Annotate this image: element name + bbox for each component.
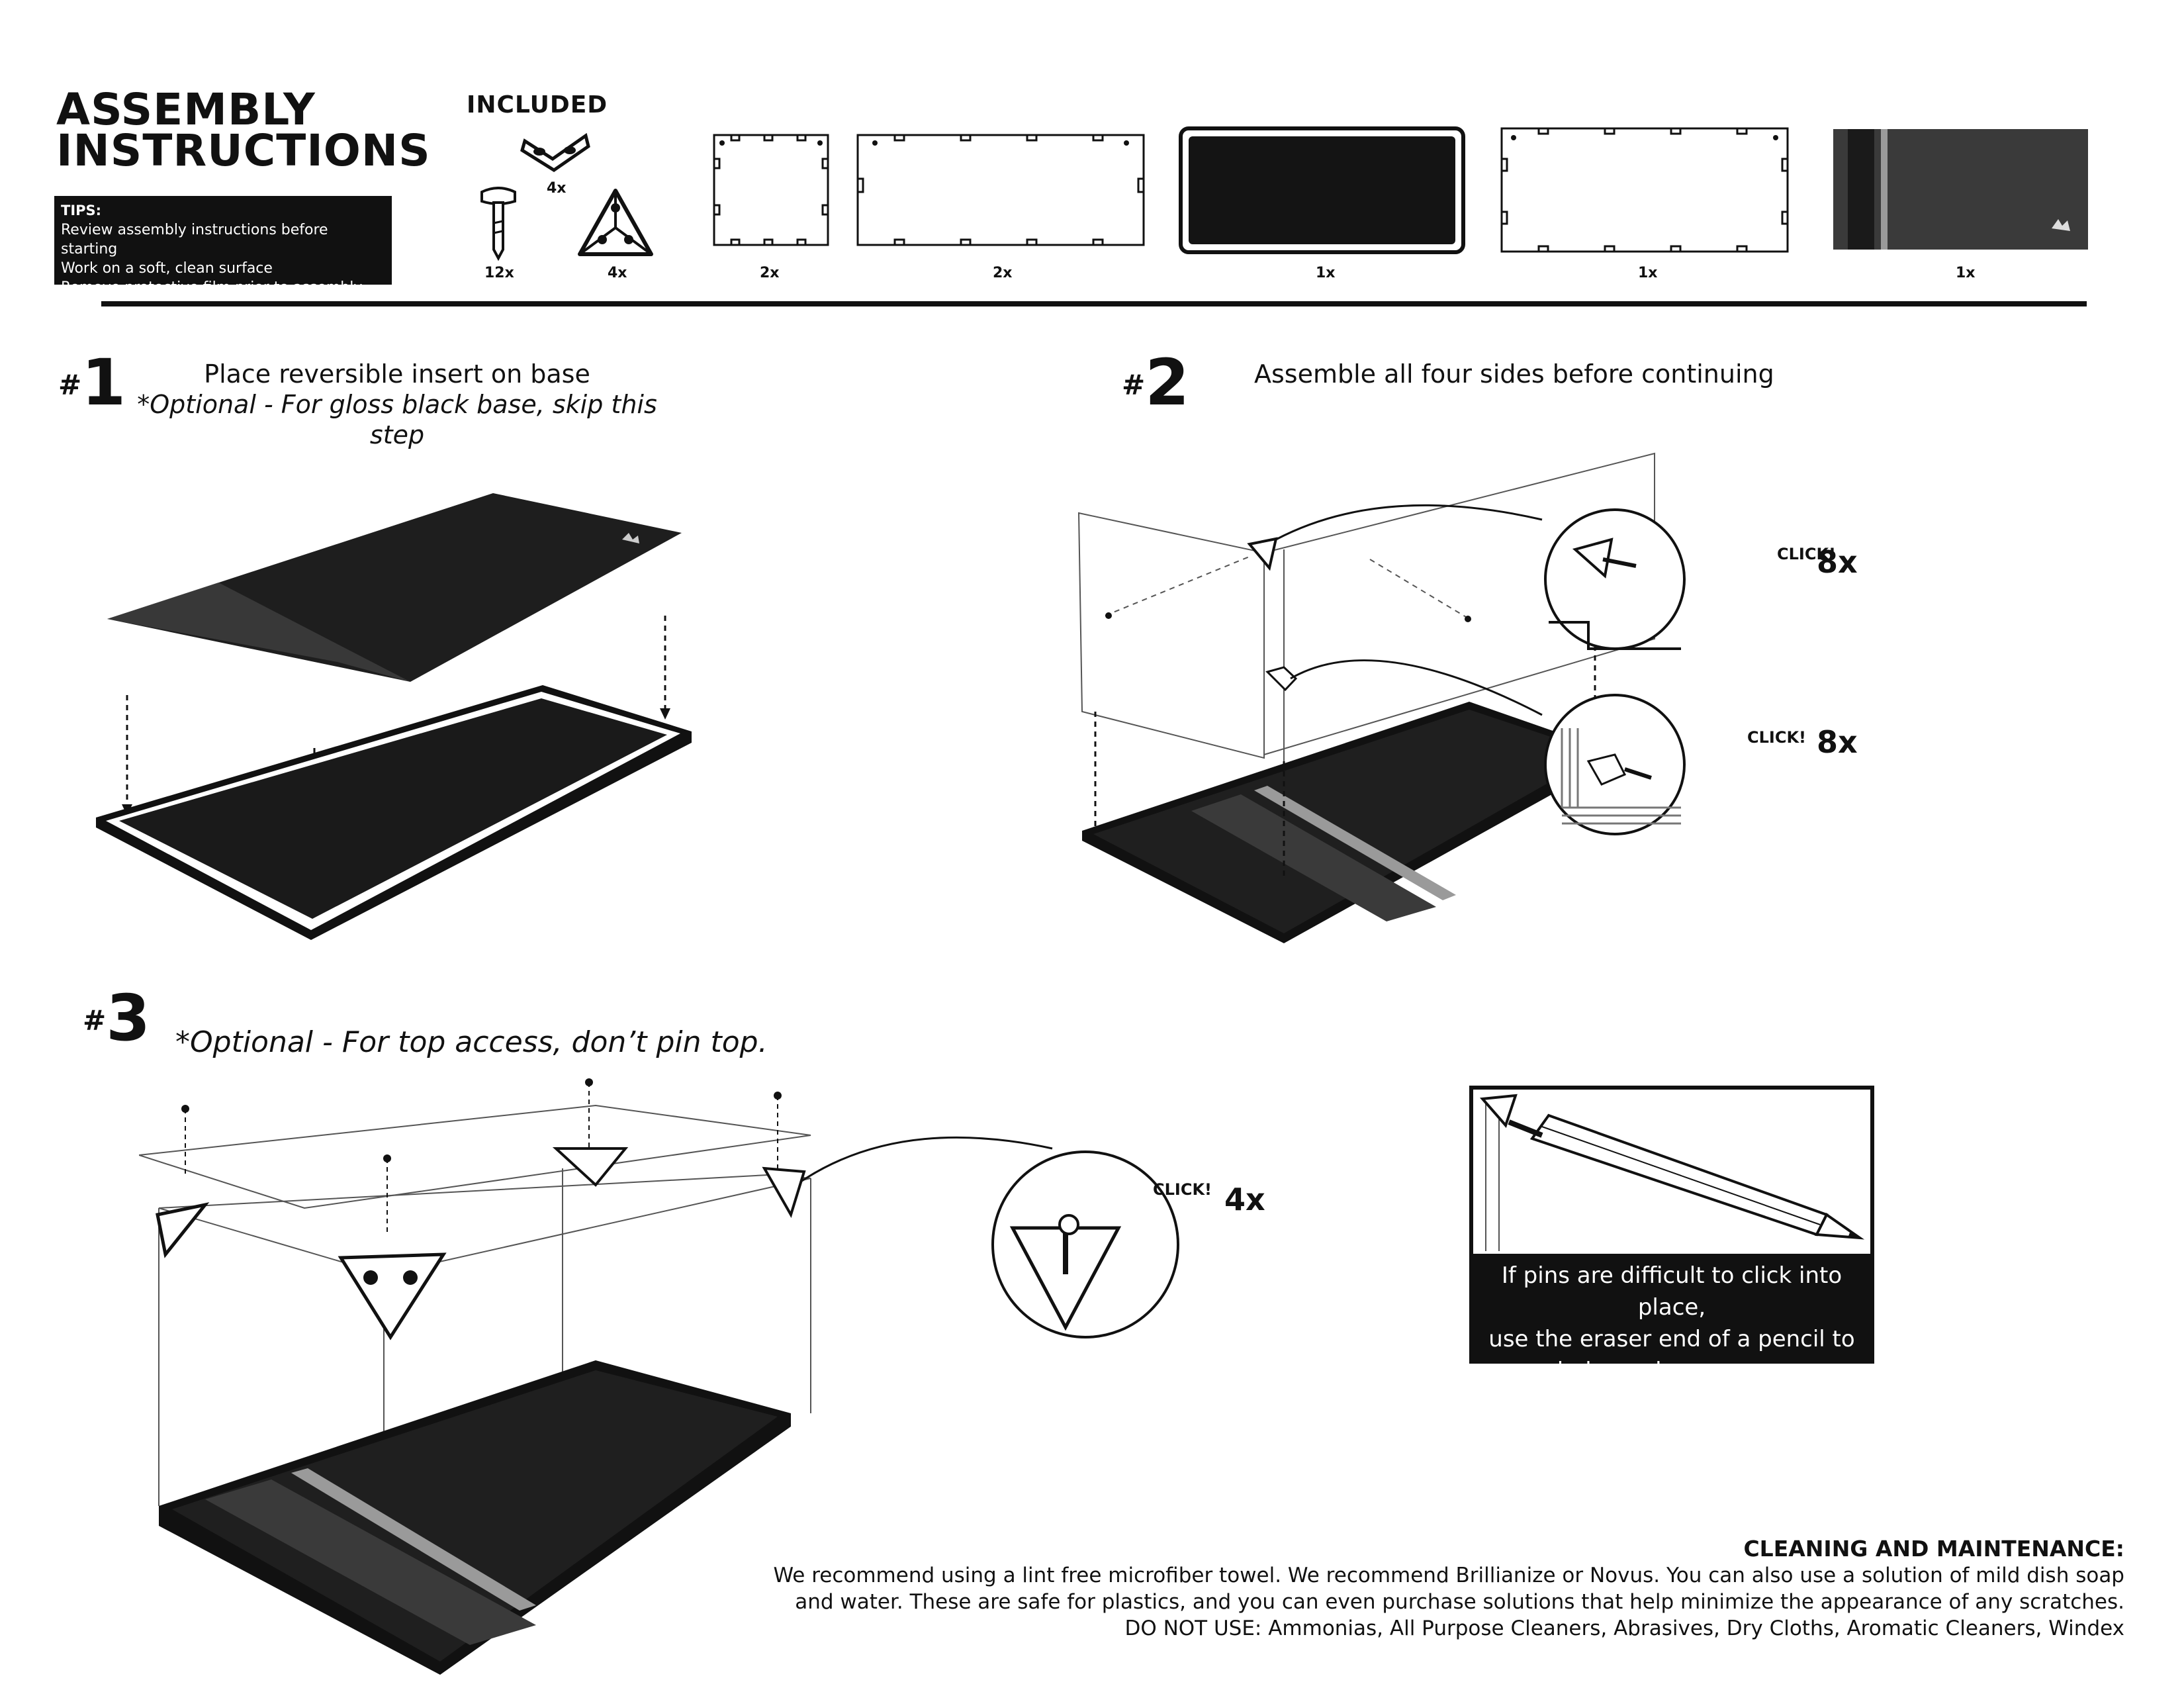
step-1-illustration (96, 493, 692, 940)
base-count: 1x (1316, 265, 1336, 281)
corner-bracket-count: 4x (547, 180, 567, 197)
step-3-illustration (139, 1078, 1179, 1675)
pencil-tip-caption: If pins are difficult to click into plac… (1469, 1254, 1874, 1384)
tips-box: TIPS: Review assembly instructions befor… (54, 196, 392, 296)
triangle-corner-count: 4x (608, 265, 627, 281)
title-line-2: INSTRUCTIONS (56, 125, 431, 176)
step-1-number: #1 (58, 346, 126, 420)
care-line-1: We recommend using a lint free microfibe… (773, 1564, 2124, 1587)
step-2-text: Assemble all four sides before continuin… (1254, 359, 1774, 389)
step-3-qty: 4x (1224, 1182, 1265, 1217)
tip-item: Remove protective film prior to assembly (61, 279, 363, 296)
step-3-text: *Optional - For top access, don’t pin to… (175, 1025, 768, 1059)
pin-icon (480, 187, 516, 261)
step-1-digit: 1 (81, 346, 126, 420)
step-3-digit: 3 (106, 981, 150, 1055)
pencil-tip-illustration (1469, 1086, 1874, 1258)
care-line-3: DO NOT USE: Ammonias, All Purpose Cleane… (1124, 1617, 2124, 1640)
care-line-2: and water. These are safe for plastics, … (795, 1590, 2124, 1614)
step-1-text: Place reversible insert on base *Optiona… (116, 359, 678, 450)
page-title: ASSEMBLY INSTRUCTIONS (56, 84, 431, 176)
tip-item: Work on a soft, clean surface (61, 260, 273, 277)
care-section: CLEANING AND MAINTENANCE: We recommend u… (768, 1536, 2124, 1642)
step-1-line-1: Place reversible insert on base (204, 359, 590, 389)
triangle-corner-icon (578, 189, 653, 256)
header-divider (101, 301, 2087, 306)
corner-bracket-icon (520, 132, 590, 172)
step-2-qty-a: 8x (1817, 544, 1858, 580)
top-panel-icon (1500, 127, 1789, 253)
care-heading: CLEANING AND MAINTENANCE: (1743, 1536, 2124, 1562)
included-label: INCLUDED (467, 91, 608, 118)
long-panel-icon (856, 134, 1145, 246)
click-label: CLICK! (1777, 545, 1836, 563)
click-label: CLICK! (1153, 1180, 1212, 1199)
small-panel-count: 2x (760, 265, 780, 281)
small-panel-icon (713, 134, 829, 246)
tips-heading: TIPS: (61, 203, 102, 218)
step-3-number: #3 (83, 981, 150, 1055)
step-2-illustration (1077, 452, 1686, 943)
insert-count: 1x (1956, 265, 1976, 281)
step-1-line-2: *Optional - For gloss black base, skip t… (137, 390, 657, 449)
insert-icon (1833, 129, 2088, 250)
step-2-number: #2 (1122, 346, 1189, 420)
step-2-qty-b: 8x (1817, 724, 1858, 760)
pin-count: 12x (484, 265, 514, 281)
pencil-tip-line-1: If pins are difficult to click into plac… (1501, 1262, 1843, 1321)
tip-item: Review assembly instructions before star… (61, 222, 328, 258)
step-2-digit: 2 (1145, 346, 1189, 420)
click-label: CLICK! (1747, 728, 1806, 747)
title-line-1: ASSEMBLY (56, 84, 316, 135)
pencil-tip-line-2: use the eraser end of a pencil to (1488, 1326, 1855, 1352)
pencil-tip-line-3: help apply pressure. (1557, 1358, 1787, 1384)
top-panel-count: 1x (1638, 265, 1658, 281)
long-panel-count: 2x (993, 265, 1013, 281)
base-icon (1179, 126, 1465, 254)
